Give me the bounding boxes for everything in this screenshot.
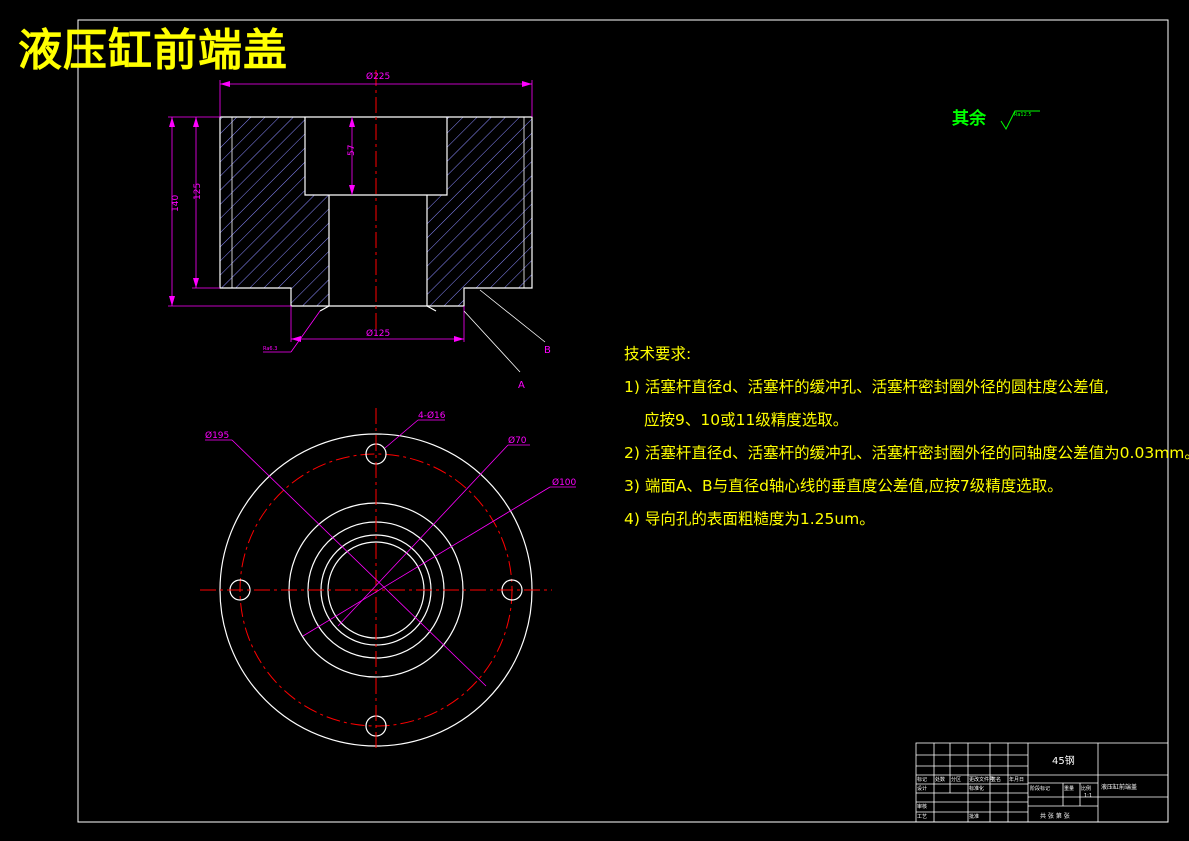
dim-bottom-roughness: Ra6.3 — [263, 346, 277, 352]
dim-plan-bolt-circle: Ø100 — [552, 477, 577, 488]
dim-height-body: 125 — [193, 183, 203, 200]
datum-label-a: A — [518, 380, 525, 391]
roughness-note: 其余 — [952, 104, 986, 129]
drawing-title: 液压缸前端盖 — [18, 25, 288, 76]
tech-requirement-item: 2) 活塞杆直径d、活塞杆的缓冲孔、活塞杆密封圈外径的同轴度公差值为0.03mm… — [624, 444, 1189, 462]
title-block-material: 45钢 — [1052, 754, 1075, 767]
title-block-scale: 1:1 — [1084, 793, 1092, 799]
roughness-value: Ra12.5 — [1014, 112, 1032, 118]
tb-label-mark: 标记 — [917, 776, 927, 783]
tb-stage-mark: 阶段标记 — [1030, 785, 1050, 792]
tech-requirement-item: 3) 端面A、B与直径d轴心线的垂直度公差值,应按7级精度选取。 — [624, 477, 1063, 495]
title-block-sheet: 共 张 第 张 — [1040, 812, 1070, 820]
dim-plan-holes: 4-Ø16 — [418, 410, 446, 421]
section-view: Ø225 140 125 57 Ø125 Ra6.3 A B — [168, 70, 551, 391]
title-block — [915, 742, 1169, 823]
bore-outline — [319, 195, 437, 312]
datum-label-b: B — [544, 345, 551, 356]
dim-plan-bore: Ø70 — [508, 435, 527, 446]
tb-stage-weight: 重量 — [1064, 785, 1074, 792]
tb-label-count: 处数 — [935, 776, 945, 783]
dim-height-total: 140 — [171, 195, 181, 212]
tb-stage-scale: 比例 — [1081, 785, 1091, 792]
section-hatch-left — [220, 117, 329, 306]
roughness-label: 其余 — [952, 109, 986, 129]
tb-role-design: 设计 — [917, 785, 927, 792]
counterbore-outline — [304, 117, 448, 196]
tb-label-zone: 分区 — [951, 776, 961, 783]
dim-overall-width: Ø225 — [366, 71, 390, 82]
tb-role-review: 审核 — [917, 803, 927, 810]
tech-requirement-item: 4) 导向孔的表面粗糙度为1.25um。 — [624, 510, 875, 528]
tb-label-change: 更改文件号 — [969, 776, 994, 783]
dim-bottom-diameter: Ø125 — [366, 328, 390, 339]
tech-requirement-item: 1) 活塞杆直径d、活塞杆的缓冲孔、活塞杆密封圈外径的圆柱度公差值, — [624, 378, 1110, 396]
dim-plan-outer: Ø195 — [205, 430, 229, 441]
tb-label-date: 年月日 — [1009, 776, 1024, 783]
title-block-part-name: 液压缸前端盖 — [1101, 783, 1137, 791]
tech-requirements-heading: 技术要求: — [624, 345, 692, 363]
plan-view: Ø195 4-Ø16 Ø70 Ø100 — [200, 408, 577, 752]
title-block-row-labels: 标记 处数 分区 更改文件号 签名 年月日 设计 标准化 审核 工艺 批准 阶段… — [917, 776, 1091, 820]
tb-role-standard: 标准化 — [969, 785, 984, 792]
section-hatch-right — [427, 117, 532, 306]
drawing-frame — [77, 19, 1169, 823]
tb-role-process: 工艺 — [917, 814, 927, 820]
tb-label-sign: 签名 — [991, 776, 1001, 783]
tb-role-approve: 批准 — [969, 813, 979, 820]
tech-requirements: 技术要求: 1) 活塞杆直径d、活塞杆的缓冲孔、活塞杆密封圈外径的圆柱度公差值,… — [624, 338, 1189, 536]
roughness-symbol: Ra12.5 — [1000, 110, 1040, 131]
tech-requirement-item: 应按9、10或11级精度选取。 — [644, 411, 849, 429]
dim-counterbore-depth: 57 — [347, 145, 357, 156]
